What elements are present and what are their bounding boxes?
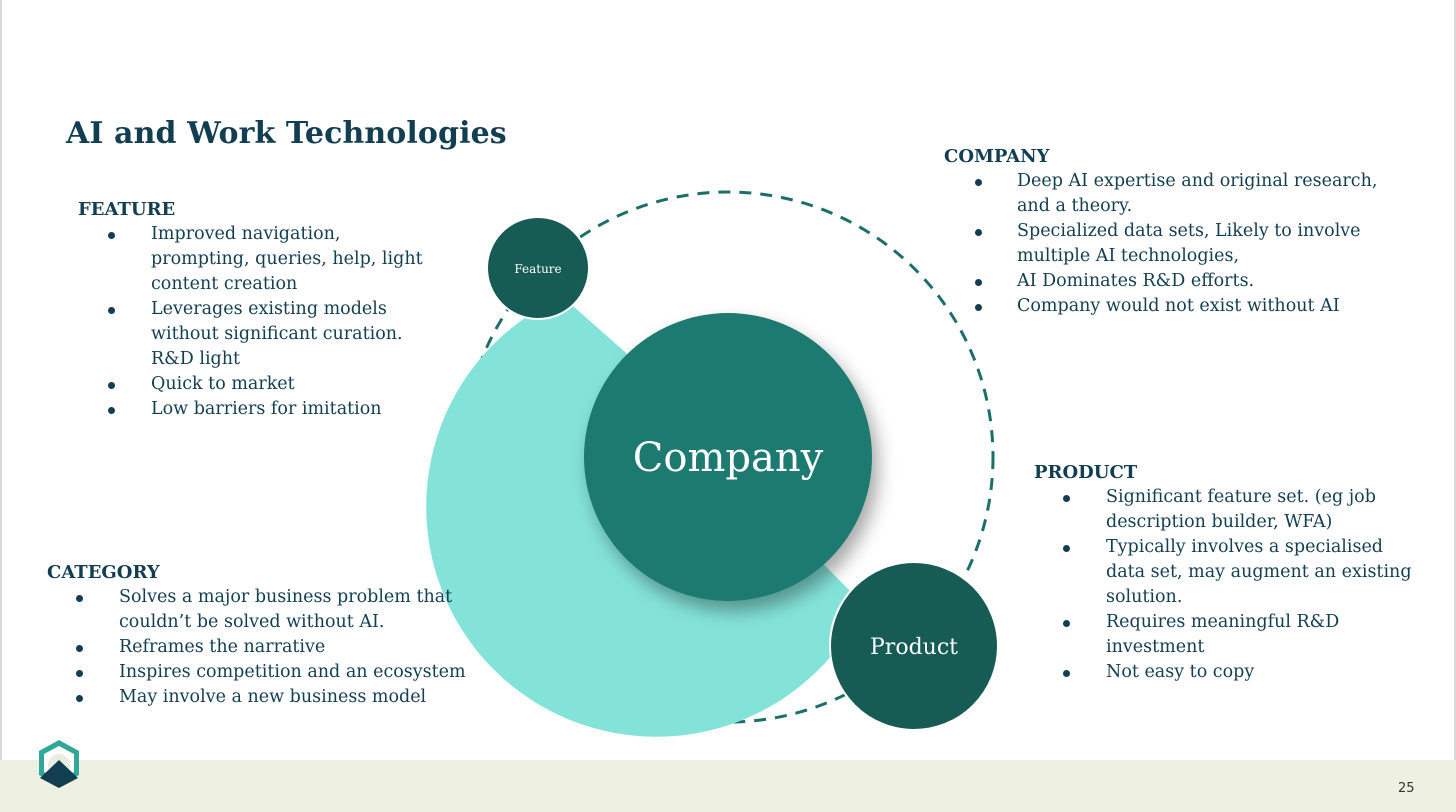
feature-bullet: Improved navigation, prompting, queries,… bbox=[78, 222, 438, 297]
feature-bullet: Leverages existing models without signif… bbox=[78, 297, 438, 372]
product-bullet: Not easy to copy bbox=[1034, 660, 1414, 685]
company-heading: COMPANY bbox=[944, 146, 1050, 167]
company-bullet: Deep AI expertise and original research,… bbox=[944, 169, 1394, 219]
product-bullets: Significant feature set. (eg job descrip… bbox=[1034, 485, 1414, 685]
product-heading: PRODUCT bbox=[1034, 462, 1138, 483]
feature-bullets: Improved navigation, prompting, queries,… bbox=[78, 222, 438, 422]
footer-band bbox=[0, 760, 1456, 812]
slide-left-border bbox=[0, 0, 2, 812]
category-section: CATEGORY Solves a major business problem… bbox=[47, 561, 487, 710]
category-bullet: Solves a major business problem that cou… bbox=[47, 585, 487, 635]
product-circle bbox=[829, 561, 999, 731]
feature-bullet: Quick to market bbox=[78, 372, 438, 397]
product-circle-label: Product bbox=[870, 635, 958, 660]
feature-heading: FEATURE bbox=[78, 199, 176, 220]
slide-right-border bbox=[1454, 0, 1456, 812]
company-logo-icon bbox=[39, 740, 79, 788]
feature-bullet: Low barriers for imitation bbox=[78, 397, 438, 422]
category-bullets: Solves a major business problem that cou… bbox=[47, 585, 487, 710]
product-bullet: Requires meaningful R&D investment bbox=[1034, 610, 1414, 660]
company-circle bbox=[584, 313, 872, 601]
outer-dashed-ring bbox=[461, 190, 995, 724]
category-bullet: Inspires competition and an ecosystem bbox=[47, 660, 487, 685]
company-bullet: AI Dominates R&D efforts. bbox=[944, 269, 1394, 294]
company-bullet: Specialized data sets, Likely to involve… bbox=[944, 219, 1394, 269]
feature-section: FEATURE Improved navigation, prompting, … bbox=[78, 198, 438, 422]
product-bullet: Typically involves a specialised data se… bbox=[1034, 535, 1414, 610]
category-bullet: Reframes the narrative bbox=[47, 635, 487, 660]
product-section: PRODUCT Significant feature set. (eg job… bbox=[1034, 461, 1414, 685]
product-bullet: Significant feature set. (eg job descrip… bbox=[1034, 485, 1414, 535]
company-bullet: Company would not exist without AI bbox=[944, 294, 1394, 319]
page-number: 25 bbox=[1398, 781, 1415, 796]
slide-title: AI and Work Technologies bbox=[66, 116, 507, 151]
category-heading: CATEGORY bbox=[47, 562, 160, 583]
company-bullets: Deep AI expertise and original research,… bbox=[944, 169, 1394, 319]
category-bullet: May involve a new business model bbox=[47, 685, 487, 710]
feature-circle-label: Feature bbox=[514, 262, 561, 276]
company-section: COMPANY Deep AI expertise and original r… bbox=[944, 145, 1394, 319]
company-circle-label: Company bbox=[633, 435, 824, 481]
feature-circle bbox=[486, 216, 590, 320]
